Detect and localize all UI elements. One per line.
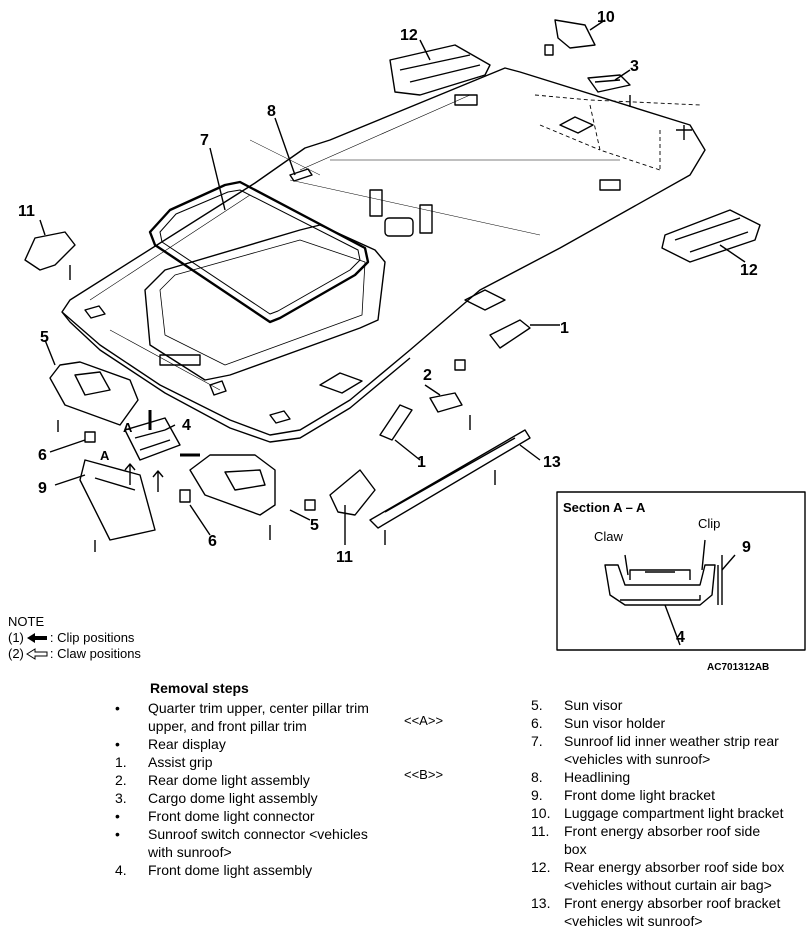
right-step-text: Rear energy absorber roof side box [564,859,785,875]
reference-b: <<B>> [404,767,444,782]
part-6-holder-right [179,489,191,503]
right-step-marker: 6. [531,715,543,731]
part-6-holder-left [84,431,96,443]
weather-strip [148,180,370,324]
clip-arrow-icon [26,633,47,643]
note-item-2-number: (2) [8,646,24,661]
removal-steps-title: Removal steps [150,680,249,696]
right-step-text: Luggage compartment light bracket [564,805,784,821]
left-step-text: Front dome light connector [148,808,315,824]
callout-1-upper: 1 [560,320,569,337]
note-item-1-text: : Clip positions [49,630,135,645]
callout-12-right: 12 [740,262,758,279]
callout-12-upper: 12 [400,27,418,44]
part-11-lower [329,469,376,520]
right-step-marker: 8. [531,769,543,785]
reference-a: <<A>> [404,713,444,728]
right-step-text: Sun visor [564,697,623,713]
callout-5-left: 5 [40,329,49,346]
part-5-visor-right [189,454,276,516]
section-mark-a-upper: A [123,420,133,435]
callout-9-section: 9 [742,539,751,556]
callout-8: 8 [267,103,276,120]
callout-13: 13 [543,454,561,471]
part-1-grip-upper [489,319,531,349]
section-box [556,491,806,651]
section-clip-label: Clip [698,516,720,531]
callout-5-right: 5 [310,517,319,534]
callout-7: 7 [200,132,209,149]
right-step-text: Sunroof lid inner weather strip rear [564,733,779,749]
left-step-text: upper, and front pillar trim [148,718,307,734]
left-step-text: Sunroof switch connector <vehicles [148,826,368,842]
left-step-marker: • [115,808,120,824]
callout-4-section: 4 [676,629,685,646]
left-step-marker: 4. [115,862,127,878]
callout-11-lower: 11 [336,549,353,566]
right-step-marker: 13. [531,895,551,911]
left-step-text: Assist grip [148,754,213,770]
right-step-marker: 10. [531,805,551,821]
right-step-text: <vehicles with sunroof> [564,751,711,767]
part-2-rear-light [429,392,471,430]
right-step-text: <vehicles wit sunroof> [564,913,703,929]
part-13-bracket [369,429,531,529]
callout-1-lower: 1 [417,454,426,471]
callout-11-left: 11 [18,203,35,220]
callout-9: 9 [38,480,47,497]
figure-code: AC701312AB [707,662,770,673]
left-step-marker: • [115,736,120,752]
callout-6-right: 6 [208,533,217,550]
part-9-bracket [79,459,156,541]
claw-arrow-icon [25,648,48,660]
left-step-marker: 1. [115,754,127,770]
left-step-text: Rear dome light assembly [148,772,310,788]
callout-6-left: 6 [38,447,47,464]
sunroof-opening [144,224,386,381]
part-11-left [24,231,76,280]
left-step-text: Quarter trim upper, center pillar trim [148,700,369,716]
left-step-marker: 3. [115,790,127,806]
left-step-text: Cargo dome light assembly [148,790,318,806]
left-step-text: with sunroof> [148,844,232,860]
right-step-text: Front dome light bracket [564,787,715,803]
right-step-text: Front energy absorber roof bracket [564,895,781,911]
note-heading: NOTE [8,614,45,629]
part-12-right [661,209,761,263]
left-step-text: Front dome light assembly [148,862,313,878]
right-step-marker: 5. [531,697,543,713]
left-step-marker: • [115,826,120,842]
right-step-text: Headlining [564,769,631,785]
section-dome-light [604,564,716,606]
left-step-marker: 2. [115,772,127,788]
section-claw-label: Claw [594,529,624,544]
right-step-text: Front energy absorber roof side [564,823,761,839]
left-step-text: Rear display [148,736,226,752]
right-step-marker: 12. [531,859,551,875]
callout-2: 2 [423,367,432,384]
part-1-grip-lower [379,404,413,441]
headlining-exploded-diagram: 1 1 2 3 4 5 5 6 6 7 8 9 10 11 11 12 12 1… [18,9,806,651]
right-step-marker: 7. [531,733,543,749]
section-mark-a-lower: A [100,448,110,463]
part-3-cargo-light [587,74,631,93]
callout-10: 10 [597,9,615,26]
left-step-marker: • [115,700,120,716]
note-item-2-text: : Claw positions [49,646,141,661]
callout-4: 4 [182,417,191,434]
right-step-text: Sun visor holder [564,715,666,731]
headlining-panel [61,67,706,436]
part-4-front-light [124,417,181,461]
right-step-text: box [564,841,587,857]
note-item-1-number: (1) [8,630,24,645]
right-step-marker: 9. [531,787,543,803]
part-5-visor-left [49,361,139,426]
part-12-upper [389,44,491,96]
section-title: Section A – A [563,500,646,515]
note-block: NOTE (1) : Clip positions (2) : Claw pos… [8,614,141,662]
part-10-bracket [544,19,596,56]
right-step-marker: 11. [531,823,550,839]
right-step-text: <vehicles without curtain air bag> [564,877,772,893]
callout-3: 3 [630,58,639,75]
